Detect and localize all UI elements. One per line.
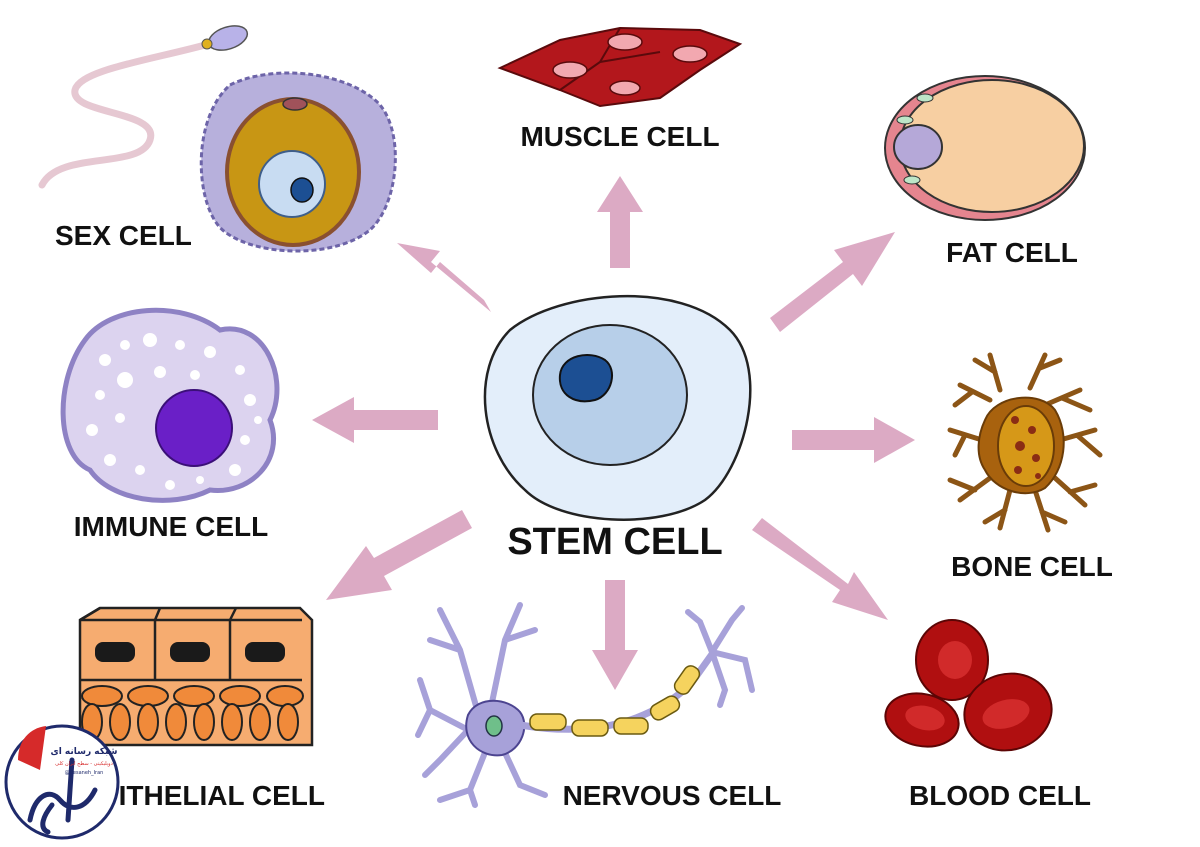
bone-cell xyxy=(947,352,1103,533)
sperm-head xyxy=(207,25,249,51)
fat-organelle-1 xyxy=(916,93,934,103)
muscle-cell-label: MUSCLE CELL xyxy=(520,121,719,152)
logo-title: شبکه رسانه ای xyxy=(50,747,117,757)
nervous-cell-label: NERVOUS CELL xyxy=(563,780,782,811)
arrow-to-bone xyxy=(792,417,915,463)
muscle-nucleus-2 xyxy=(552,61,588,79)
logo-red-swash xyxy=(18,726,46,770)
epithelial-cell-label: EPITHELIAL CELL xyxy=(81,780,325,811)
muscle-cell xyxy=(497,26,743,108)
arrows xyxy=(312,176,915,690)
arrow-to-blood xyxy=(752,518,888,620)
epithelial-lower-cells xyxy=(81,685,304,741)
red-blood-cell-2-center xyxy=(905,705,945,731)
muscle-nucleus-3 xyxy=(672,45,708,63)
logo-calligraphy xyxy=(27,757,98,835)
arrow-to-fat xyxy=(770,232,895,332)
bone-processes xyxy=(947,352,1103,533)
muscle-nucleus-4 xyxy=(609,80,641,96)
neuron-myelin-sheath xyxy=(529,665,701,737)
epithelial-cell xyxy=(78,606,314,747)
stem-cell xyxy=(483,295,752,521)
bone-cell-label: BONE CELL xyxy=(951,551,1113,582)
sperm-tail xyxy=(38,41,209,189)
neuron-nucleus xyxy=(485,715,503,737)
red-blood-cell-3-center xyxy=(982,699,1030,729)
neuron-dendrites xyxy=(415,602,548,808)
fat-organelle-3 xyxy=(903,175,921,185)
fat-cell-label: FAT CELL xyxy=(946,237,1078,268)
blood-cell xyxy=(884,619,1053,752)
immune-nucleus xyxy=(155,389,233,467)
egg-polar-body xyxy=(282,97,308,111)
muscle-nucleus-1 xyxy=(607,33,643,51)
channel-logo: شبکه رسانه ای دوپلیکیتی - سطح ایران کلی … xyxy=(4,724,120,840)
epithelial-nuclei-top xyxy=(95,642,285,662)
fat-cell xyxy=(884,75,1086,221)
immune-granules xyxy=(86,333,262,490)
arrow-to-sex xyxy=(397,243,491,312)
sex-cell-label: SEX CELL xyxy=(55,220,192,251)
neuron-axon-terminals xyxy=(685,605,755,708)
stem-cell-cytoplasm xyxy=(532,324,688,466)
arrow-to-muscle xyxy=(597,176,643,268)
arrow-to-immune xyxy=(312,397,438,443)
immune-cell xyxy=(60,307,280,503)
epithelial-columns xyxy=(79,606,302,682)
arrow-to-epithelial xyxy=(326,510,472,600)
logo-subtitle: دوپلیکیتی - سطح ایران کلی xyxy=(55,761,113,767)
red-blood-cell-1-center xyxy=(938,641,972,679)
egg-nucleolus xyxy=(290,177,314,203)
logo-handle: @Resaneh_Iran xyxy=(65,770,104,776)
immune-cell-label: IMMUNE CELL xyxy=(74,511,268,542)
bone-nucleus-spots xyxy=(1011,416,1041,479)
nervous-cell xyxy=(415,602,755,808)
sperm-midpiece xyxy=(201,38,213,50)
bone-nucleus xyxy=(997,405,1055,487)
stem-cell-nucleus xyxy=(558,354,614,403)
stem-cell-label: STEM CELL xyxy=(507,521,722,563)
fat-organelle-2 xyxy=(896,115,914,125)
sex-cell xyxy=(38,25,397,253)
fat-nucleus xyxy=(893,124,943,170)
blood-cell-label: BLOOD CELL xyxy=(909,780,1091,811)
arrow-to-nervous xyxy=(592,580,638,690)
